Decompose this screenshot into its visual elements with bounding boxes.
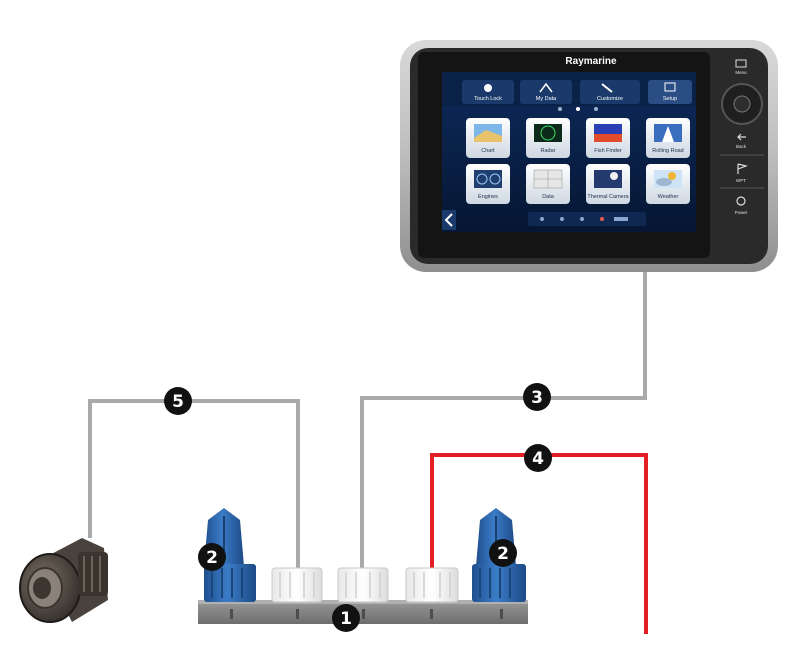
multifunction-display: Raymarine Touch Lock My Data Customize	[400, 40, 778, 272]
transducer-spur-cable	[88, 399, 300, 570]
status-bar	[442, 210, 646, 230]
svg-text:2: 2	[206, 548, 218, 568]
svg-text:Thermal Camera: Thermal Camera	[587, 194, 629, 200]
svg-text:Chart: Chart	[481, 148, 495, 154]
tab-customize[interactable]: Customize	[580, 80, 640, 104]
wrench-icon	[601, 83, 613, 93]
callout-badge-5: 5	[164, 387, 192, 415]
menu-icon	[735, 59, 747, 68]
app-tile-data[interactable]: Data	[526, 164, 570, 204]
svg-text:5: 5	[172, 392, 184, 412]
svg-text:Radar: Radar	[541, 148, 556, 154]
app-tile-weather[interactable]: Weather	[646, 164, 690, 204]
side-controls: Menu Back WPT Power	[720, 59, 764, 215]
transducer	[19, 538, 108, 623]
page-indicator-dot	[558, 107, 562, 111]
back-button[interactable]: Back	[736, 133, 747, 149]
spur-connector-power	[405, 567, 459, 603]
spur-connector-display	[337, 567, 389, 603]
radar-app-icon	[534, 124, 562, 142]
svg-text:3: 3	[531, 388, 543, 408]
display-spur-cable	[360, 272, 647, 570]
rotary-joystick[interactable]	[721, 83, 763, 125]
callout-badge-2-right: 2	[489, 539, 517, 567]
svg-text:Power: Power	[735, 210, 748, 215]
backbone	[198, 600, 528, 624]
svg-text:2: 2	[497, 544, 509, 564]
app-tile-fish-finder[interactable]: Fish Finder	[586, 118, 630, 158]
svg-text:Customize: Customize	[597, 96, 623, 102]
svg-text:Menu: Menu	[735, 70, 747, 75]
page-indicator-dot	[576, 107, 580, 111]
svg-text:Back: Back	[736, 144, 747, 149]
callout-badge-1: 1	[332, 604, 360, 632]
network-icon	[539, 82, 553, 93]
page-indicator-dot	[594, 107, 598, 111]
setup-icon	[664, 82, 676, 92]
hand-icon	[484, 84, 492, 92]
wpt-button[interactable]: WPT	[736, 163, 749, 183]
svg-text:Data: Data	[542, 194, 555, 200]
app-tile-rolling-road[interactable]: Rolling Road	[646, 118, 690, 158]
power-icon	[736, 196, 746, 206]
svg-text:Engines: Engines	[478, 194, 498, 200]
svg-text:Weather: Weather	[658, 194, 679, 200]
tab-bar: Touch Lock My Data Customize Setup	[442, 72, 696, 111]
waypoint-flag-icon	[737, 163, 749, 174]
back-arrow-icon	[737, 133, 746, 141]
menu-button[interactable]: Menu	[735, 59, 747, 75]
app-tile-thermal-camera[interactable]: Thermal Camera	[586, 164, 630, 204]
tab-setup[interactable]: Setup	[648, 80, 692, 104]
svg-text:Touch Lock: Touch Lock	[474, 96, 502, 102]
backbone-socket-notches	[230, 609, 503, 619]
svg-text:My Data: My Data	[536, 96, 557, 102]
svg-text:Fish Finder: Fish Finder	[594, 148, 622, 154]
app-tile-radar[interactable]: Radar	[526, 118, 570, 158]
callout-badge-2-left: 2	[198, 543, 226, 571]
spur-connector-transducer	[271, 567, 323, 603]
callout-badge-3: 3	[523, 383, 551, 411]
app-tile-chart[interactable]: Chart	[466, 118, 510, 158]
engines-app-icon	[474, 170, 502, 188]
svg-text:4: 4	[532, 449, 544, 469]
app-tile-engines[interactable]: Engines	[466, 164, 510, 204]
svg-text:WPT: WPT	[736, 178, 746, 183]
power-button[interactable]: Power	[735, 196, 748, 215]
svg-text:1: 1	[340, 609, 352, 629]
tab-touch-lock[interactable]: Touch Lock	[462, 80, 514, 104]
back-chevron-icon[interactable]	[444, 213, 453, 227]
thermal-camera-app-icon	[594, 170, 622, 188]
brand-label: Raymarine	[565, 56, 617, 67]
callout-badge-4: 4	[524, 444, 552, 472]
svg-text:Setup: Setup	[663, 96, 677, 102]
svg-text:Rolling Road: Rolling Road	[652, 148, 684, 154]
tab-my-data[interactable]: My Data	[520, 80, 572, 104]
